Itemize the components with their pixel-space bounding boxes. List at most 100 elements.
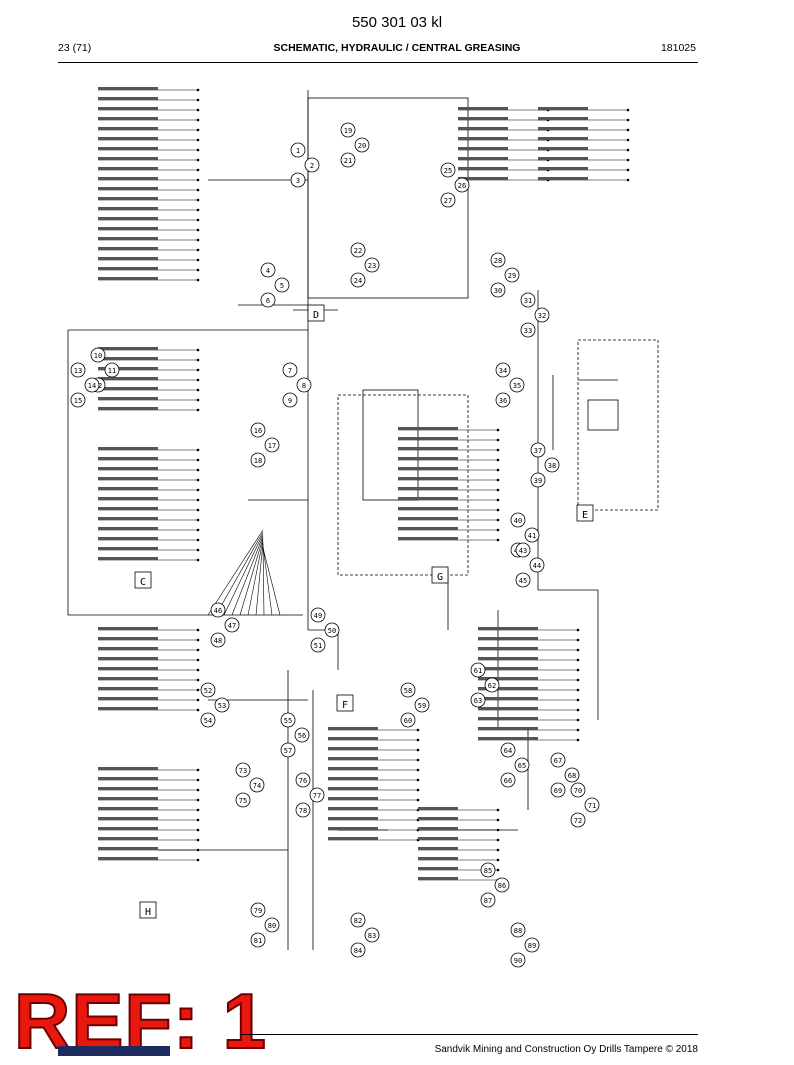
strip-line bbox=[458, 157, 550, 162]
strip-line bbox=[458, 117, 550, 122]
terminal-strips bbox=[98, 87, 630, 882]
component-bubble: 41 bbox=[524, 527, 540, 543]
bubble-number: 60 bbox=[404, 717, 412, 725]
component-bubble: 74 bbox=[249, 777, 265, 793]
component-bubble: 67 bbox=[550, 752, 566, 768]
strip-line bbox=[98, 517, 200, 522]
component-bubble: 47 bbox=[224, 617, 240, 633]
strip-line bbox=[98, 207, 200, 212]
bubble-number: 32 bbox=[538, 312, 546, 320]
component-bubble: 16 bbox=[250, 422, 266, 438]
bubble-number: 40 bbox=[514, 517, 522, 525]
strip-line bbox=[538, 157, 630, 162]
bubble-number: 73 bbox=[239, 767, 247, 775]
bubble-number: 9 bbox=[288, 397, 292, 405]
strip-line bbox=[398, 427, 500, 432]
strip-line bbox=[98, 497, 200, 502]
bubble-number: 87 bbox=[484, 897, 492, 905]
bubble-number: 26 bbox=[458, 182, 466, 190]
component-bubble: 65 bbox=[514, 757, 530, 773]
strip-line bbox=[98, 117, 200, 122]
strip-line bbox=[328, 777, 420, 782]
bubble-number: 5 bbox=[280, 282, 284, 290]
svg-text:E: E bbox=[582, 510, 588, 521]
strip-line bbox=[98, 557, 200, 562]
schematic-boxes bbox=[307, 97, 659, 576]
strip-line bbox=[328, 737, 420, 742]
bubble-number: 89 bbox=[528, 942, 536, 950]
strip-line bbox=[538, 177, 630, 182]
component-bubble: 61 bbox=[470, 662, 486, 678]
component-bubble: 79 bbox=[250, 902, 266, 918]
strip-line bbox=[458, 147, 550, 152]
strip-line bbox=[98, 397, 200, 402]
component-bubble: 36 bbox=[495, 392, 511, 408]
component-bubble: 72 bbox=[570, 812, 586, 828]
strip-line bbox=[478, 707, 580, 712]
strip-line bbox=[398, 477, 500, 482]
component-bubble: 31 bbox=[520, 292, 536, 308]
component-bubble: 29 bbox=[504, 267, 520, 283]
component-bubble: 59 bbox=[414, 697, 430, 713]
component-bubble: 7 bbox=[282, 362, 298, 378]
component-bubble: 25 bbox=[440, 162, 456, 178]
svg-text:G: G bbox=[437, 572, 443, 583]
bubble-number: 78 bbox=[299, 807, 307, 815]
component-bubble: 49 bbox=[310, 607, 326, 623]
bubble-number: 55 bbox=[284, 717, 292, 725]
bubble-number: 28 bbox=[494, 257, 502, 265]
strip-line bbox=[98, 447, 200, 452]
bubble-number: 84 bbox=[354, 947, 362, 955]
page-number: 23 (71) bbox=[58, 42, 92, 54]
bubble-number: 52 bbox=[204, 687, 212, 695]
bubble-number: 21 bbox=[344, 157, 352, 165]
component-bubble: 66 bbox=[500, 772, 516, 788]
strip-line bbox=[98, 87, 200, 92]
component-bubble: 43 bbox=[515, 542, 531, 558]
component-bubble: 84 bbox=[350, 942, 366, 958]
strip-line bbox=[98, 837, 200, 842]
strip-line bbox=[418, 807, 500, 812]
bubble-number: 24 bbox=[354, 277, 362, 285]
strip-line bbox=[478, 737, 580, 742]
strip-line bbox=[98, 707, 200, 712]
bubble-number: 71 bbox=[588, 802, 596, 810]
strip-line bbox=[328, 767, 420, 772]
component-bubble: 51 bbox=[310, 637, 326, 653]
strip-line bbox=[98, 407, 200, 412]
fan-line bbox=[239, 537, 264, 616]
header-divider bbox=[58, 62, 698, 63]
distributor-lines bbox=[207, 529, 281, 616]
strip-line bbox=[398, 437, 500, 442]
strip-line bbox=[398, 457, 500, 462]
component-bubble: 90 bbox=[510, 952, 526, 968]
component-bubble: 54 bbox=[200, 712, 216, 728]
strip-line bbox=[98, 677, 200, 682]
component-bubble: 48 bbox=[210, 632, 226, 648]
strip-line bbox=[458, 107, 550, 112]
fan-line bbox=[207, 529, 264, 616]
component-bubble: 81 bbox=[250, 932, 266, 948]
strip-line bbox=[328, 817, 420, 822]
zone-label: D bbox=[307, 304, 325, 322]
strip-line bbox=[418, 877, 500, 882]
strip-line bbox=[98, 377, 200, 382]
bubble-number: 86 bbox=[498, 882, 506, 890]
bubble-number: 81 bbox=[254, 937, 262, 945]
bubble-number: 53 bbox=[218, 702, 226, 710]
strip-line bbox=[98, 687, 200, 692]
bubble-number: 76 bbox=[299, 777, 307, 785]
bubble-number: 44 bbox=[533, 562, 541, 570]
document-date: 181025 bbox=[660, 42, 696, 54]
component-bubble: 28 bbox=[490, 252, 506, 268]
strip-line bbox=[398, 447, 500, 452]
strip-line bbox=[478, 667, 580, 672]
strip-line bbox=[328, 747, 420, 752]
component-bubble: 60 bbox=[400, 712, 416, 728]
component-bubble: 19 bbox=[340, 122, 356, 138]
strip-line bbox=[98, 357, 200, 362]
zone-label: E bbox=[576, 504, 594, 522]
zone-label: F bbox=[336, 694, 354, 712]
footer-divider bbox=[240, 1034, 698, 1035]
bubble-number: 22 bbox=[354, 247, 362, 255]
